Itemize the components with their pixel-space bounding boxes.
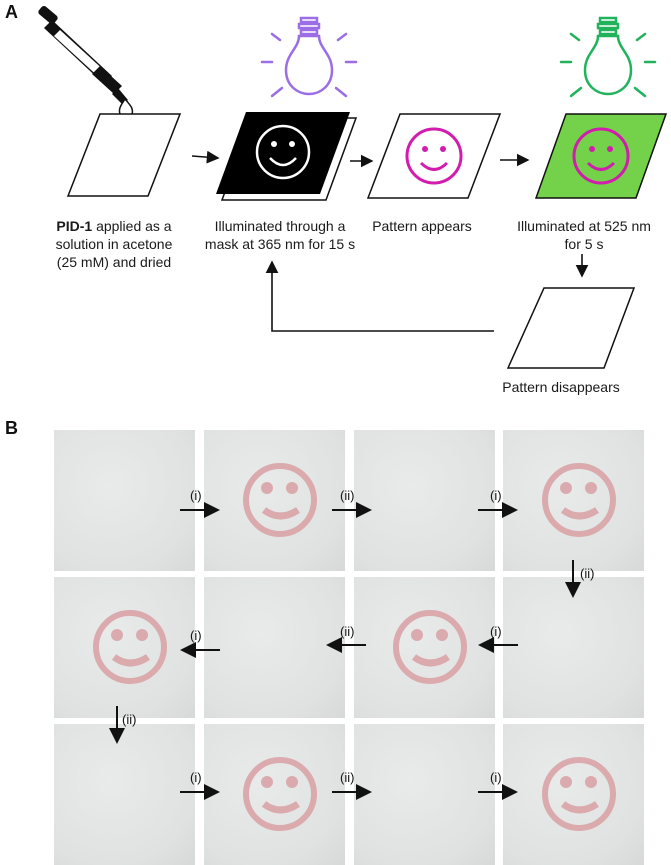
faint-smiley-icon: [542, 463, 616, 537]
step-label-row3-3: (i): [490, 770, 502, 785]
step-label-down-left: (ii): [122, 712, 137, 727]
green-illuminated-sheet: [534, 113, 668, 199]
step-label-down-right: (ii): [580, 566, 595, 581]
caption-step-4-line2: for 5 s: [564, 236, 604, 252]
step-label-row2-2: (ii): [340, 624, 355, 639]
caption-step-4: Illuminated at 525 nm for 5 s: [504, 217, 664, 253]
photo-blank: [204, 577, 345, 718]
return-loop-arrow: [265, 260, 494, 332]
faint-smiley-icon: [243, 757, 317, 831]
uv-bulb-icon: [260, 16, 358, 98]
caption-step-1-line2: solution in acetone: [55, 236, 173, 252]
step-label-row1-1: (i): [190, 488, 202, 503]
patterned-paper-sheet: [366, 113, 502, 199]
mask-smiley-icon: [255, 124, 311, 180]
faint-smiley-icon: [93, 610, 167, 684]
photo-blank: [54, 724, 195, 865]
photo-blank: [354, 724, 495, 865]
faint-smiley-icon: [542, 757, 616, 831]
photo-with-pattern: [204, 724, 345, 865]
photo-with-pattern: [204, 430, 345, 571]
step-label-row2-1: (i): [490, 624, 502, 639]
step-label-row1-2: (ii): [340, 488, 355, 503]
arrow-1: [191, 150, 220, 164]
step-label-row2-3: (i): [190, 628, 202, 643]
blank-paper-sheet-final: [506, 287, 636, 369]
blank-paper-sheet: [66, 113, 182, 197]
green-bulb-icon: [559, 16, 657, 98]
step-label-row1-3: (i): [490, 488, 502, 503]
photo-with-pattern: [54, 577, 195, 718]
photo-with-pattern: [503, 724, 644, 865]
step-label-row3-2: (ii): [340, 770, 355, 785]
photo-blank: [54, 430, 195, 571]
photo-with-pattern: [503, 430, 644, 571]
caption-step-2: Illuminated through a mask at 365 nm for…: [198, 217, 362, 253]
caption-step-1-bold: PID-1: [56, 218, 93, 234]
caption-step-4-line1: Illuminated at 525 nm: [517, 218, 651, 234]
photo-with-pattern: [354, 577, 495, 718]
caption-step-5: Pattern disappears: [502, 379, 620, 395]
caption-step-1-line1: applied as a: [92, 218, 172, 234]
caption-step-1-line3: (25 mM) and dried: [56, 254, 172, 270]
panel-b-label: B: [5, 418, 18, 438]
caption-step-1: PID-1 applied as a solution in acetone (…: [40, 217, 188, 271]
pipette-icon: [38, 5, 134, 119]
faint-smiley-icon: [393, 610, 467, 684]
step-label-row3-1: (i): [190, 770, 202, 785]
caption-step-3: Pattern appears: [372, 218, 472, 234]
faint-smiley-icon: [243, 463, 317, 537]
caption-step-2-line2: mask at 365 nm for 15 s: [204, 236, 356, 252]
photo-blank: [503, 577, 644, 718]
panel-a-label: A: [5, 2, 18, 22]
magenta-smiley-on-green-icon: [572, 127, 630, 185]
caption-step-2-line1: Illuminated through a: [214, 218, 346, 234]
photomask: [216, 112, 350, 194]
magenta-smiley-icon: [405, 127, 463, 185]
panel-a-diagram: [38, 5, 668, 369]
photo-blank: [354, 430, 495, 571]
